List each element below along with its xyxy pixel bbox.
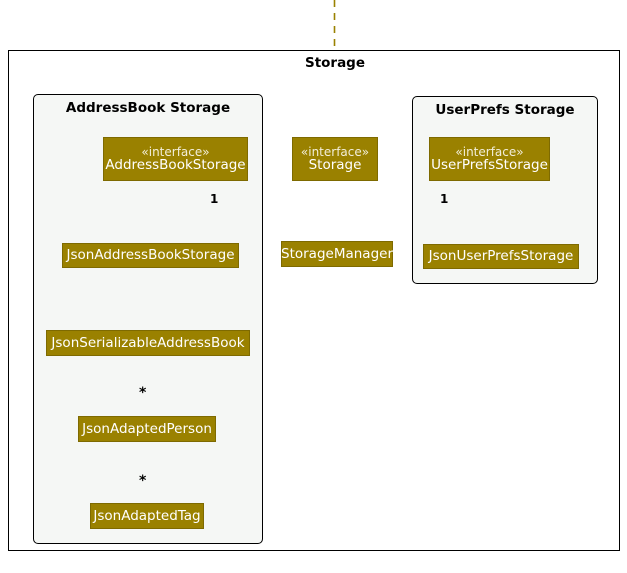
class-storage-name: Storage bbox=[308, 157, 362, 174]
class-user-prefs-storage-stereotype: «interface» bbox=[455, 144, 524, 159]
class-address-book-storage-stereotype: «interface» bbox=[141, 144, 210, 159]
class-user-prefs-storage-name: UserPrefsStorage bbox=[431, 157, 548, 174]
class-storage-manager-name: StorageManager bbox=[281, 245, 393, 262]
multiplicity-userprefsstorage-one: 1 bbox=[440, 192, 449, 206]
class-json-adapted-tag-name: JsonAdaptedTag bbox=[93, 507, 201, 524]
class-json-adapted-tag[interactable]: JsonAdaptedTag bbox=[90, 503, 204, 529]
multiplicity-serializable-to-person: * bbox=[139, 385, 147, 401]
package-userprefs-storage-title: UserPrefs Storage bbox=[435, 102, 575, 118]
class-user-prefs-storage[interactable]: «interface» UserPrefsStorage bbox=[429, 137, 550, 181]
package-storage-title: Storage bbox=[304, 55, 366, 71]
class-storage-stereotype: «interface» bbox=[300, 144, 370, 159]
class-address-book-storage-name: AddressBookStorage bbox=[105, 157, 246, 174]
multiplicity-person-to-tag: * bbox=[139, 473, 147, 489]
class-json-user-prefs-storage[interactable]: JsonUserPrefsStorage bbox=[423, 244, 579, 269]
class-json-user-prefs-storage-name: JsonUserPrefsStorage bbox=[428, 248, 574, 265]
class-json-serializable-address-book-name: JsonSerializableAddressBook bbox=[51, 334, 245, 351]
class-json-address-book-storage-name: JsonAddressBookStorage bbox=[66, 247, 235, 264]
class-storage[interactable]: «interface» Storage bbox=[292, 137, 378, 181]
class-json-adapted-person[interactable]: JsonAdaptedPerson bbox=[78, 416, 216, 442]
class-json-adapted-person-name: JsonAdaptedPerson bbox=[82, 420, 212, 437]
class-json-serializable-address-book[interactable]: JsonSerializableAddressBook bbox=[46, 330, 250, 356]
multiplicity-addressbookstorage-one: 1 bbox=[210, 192, 219, 206]
class-address-book-storage[interactable]: «interface» AddressBookStorage bbox=[103, 137, 248, 181]
class-storage-manager[interactable]: StorageManager bbox=[281, 241, 393, 267]
class-json-address-book-storage[interactable]: JsonAddressBookStorage bbox=[62, 243, 239, 268]
package-addressbook-storage-title: AddressBook Storage bbox=[65, 100, 231, 116]
